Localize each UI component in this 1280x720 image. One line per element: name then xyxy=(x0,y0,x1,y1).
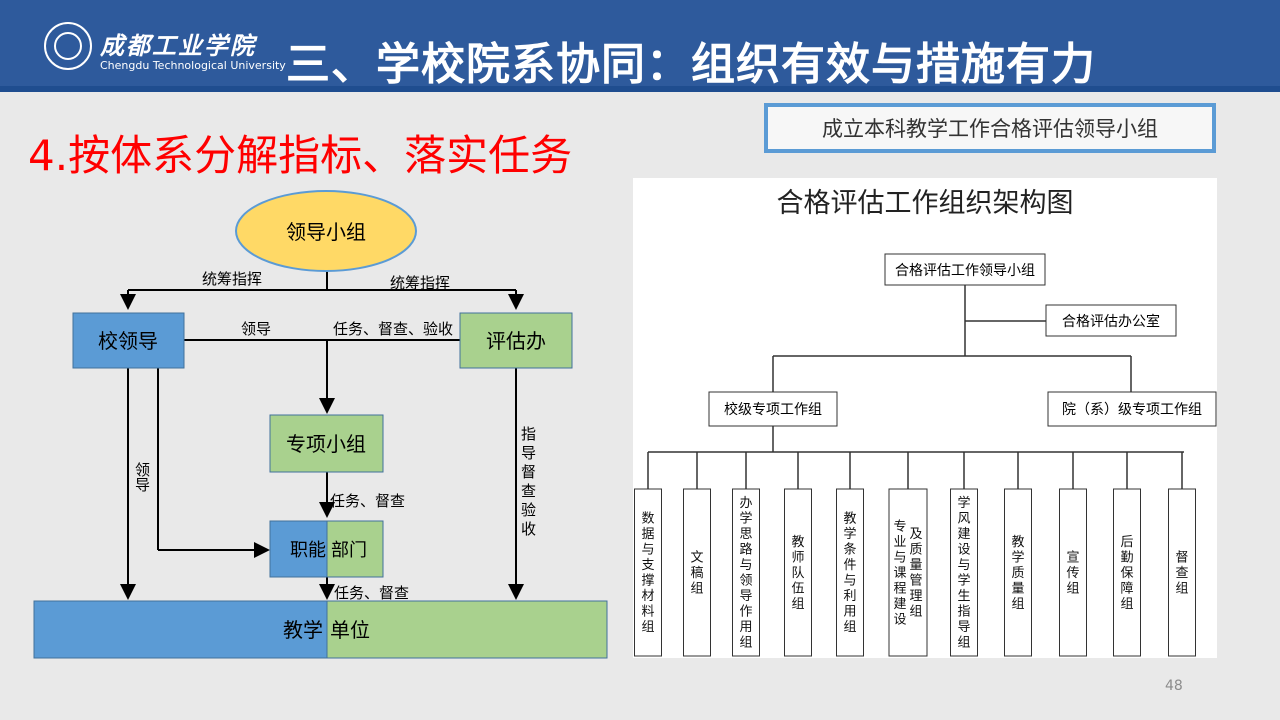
org-leaf-label: 教师队伍组 xyxy=(791,534,804,612)
school-leaders-node: 校领导 xyxy=(72,312,185,369)
tasks-check-label-1: 任务、督查 xyxy=(330,492,405,510)
org-school-group-label: 校级专项工作组 xyxy=(724,401,822,418)
eval-office-label: 评估办 xyxy=(486,329,546,353)
page-title: 三、学校院系协同：组织有效与措施有力 xyxy=(286,39,1096,90)
org-leaf-label: 文稿组 xyxy=(690,550,703,596)
teaching-unit-node: 教学 单位 xyxy=(33,600,608,659)
org-chart: 合格评估工作组织架构图 合格评估工作领导小组 合格评估办公室 校级专项工作组 院… xyxy=(634,188,1217,657)
logo-chinese-name: 成都工业学院 xyxy=(100,31,256,60)
coord-left-label: 统筹指挥 xyxy=(202,270,262,288)
functional-right-label: 部门 xyxy=(331,540,367,561)
org-leaf-box xyxy=(1004,488,1032,657)
org-leaf-label: 办学思路与领导作用组 xyxy=(739,496,752,651)
org-leaf-box xyxy=(1059,488,1087,657)
leader-group-label: 领导小组 xyxy=(286,220,366,244)
section-subtitle: 4.按体系分解指标、落实任务 xyxy=(28,131,573,180)
lead-label: 领导 xyxy=(241,320,271,338)
tasks-check-label-2: 任务、督查 xyxy=(334,584,409,602)
org-leaf-box xyxy=(732,488,760,657)
org-office-label: 合格评估办公室 xyxy=(1062,313,1160,330)
org-leaf-box xyxy=(784,488,812,657)
org-leaf-label: 学风建设与学生指导组 xyxy=(957,495,970,651)
org-leaf-box xyxy=(950,488,978,657)
eval-office-node: 评估办 xyxy=(459,312,573,369)
org-leaf-label: 宣传组 xyxy=(1066,549,1079,596)
special-group-label: 专项小组 xyxy=(286,432,366,456)
functional-dept-node: 职能 部门 xyxy=(269,520,384,578)
org-leaf-label: 教学条件与利用组 xyxy=(843,511,856,636)
org-chart-panel: 合格评估工作组织架构图 合格评估工作领导小组 合格评估办公室 校级专项工作组 院… xyxy=(633,178,1217,658)
org-leaf-box xyxy=(836,488,864,657)
org-dept-group-node: 院（系）级专项工作组 xyxy=(1047,391,1217,427)
org-leaf-label: 专业与课程建设 xyxy=(893,519,906,627)
school-leaders-label: 校领导 xyxy=(98,329,158,353)
org-leaf-group: 数据与支撑材料组 文稿组 办学思路与领导作用组 教师队伍组 教学条件与利用组 专业与课程建… xyxy=(634,452,1196,657)
special-group-node: 专项小组 xyxy=(269,414,384,473)
org-dept-group-label: 院（系）级专项工作组 xyxy=(1062,402,1202,418)
leader-group-node: 领导小组 xyxy=(235,190,417,272)
tasks-label: 任务、督查、验收 xyxy=(333,320,453,338)
org-leaf-label: 教学质量组 xyxy=(1011,534,1024,612)
org-office-node: 合格评估办公室 xyxy=(1045,304,1177,337)
coord-right-label: 统筹指挥 xyxy=(390,274,450,292)
org-root-node: 合格评估工作领导小组 xyxy=(884,253,1046,286)
leadership-group-badge: 成立本科教学工作合格评估领导小组 xyxy=(764,103,1216,153)
teaching-right-label: 单位 xyxy=(330,618,370,642)
org-leaf-label: 及质量管理组 xyxy=(909,527,922,620)
org-leaf-box xyxy=(634,488,662,657)
org-leaf-label: 后勤保障组 xyxy=(1120,535,1133,612)
org-leaf-label: 督查组 xyxy=(1175,550,1188,596)
org-leaf-box xyxy=(683,488,711,657)
org-leaf-box xyxy=(888,488,928,657)
lead-vertical-label: 领导 xyxy=(133,462,151,492)
org-leaf-box xyxy=(1113,488,1141,657)
logo-english-name: Chengdu Technological University xyxy=(100,59,286,72)
flow-diagram: 领导小组 统筹指挥 统筹指挥 校领导 评估办 领导 任务、督查、验收 专项小组 … xyxy=(33,190,608,659)
org-chart-title: 合格评估工作组织架构图 xyxy=(777,188,1074,219)
university-emblem-icon xyxy=(44,22,92,70)
teaching-left-label: 教学 xyxy=(283,618,323,642)
org-school-group-node: 校级专项工作组 xyxy=(708,391,838,427)
guide-vertical-label: 指导督查验收 xyxy=(519,426,537,540)
page-number: 48 xyxy=(1165,678,1183,694)
header-bar: 成都工业学院 Chengdu Technological University … xyxy=(0,0,1280,92)
org-leaf-label: 数据与支撑材料组 xyxy=(641,512,654,636)
org-leaf-box xyxy=(1168,488,1196,657)
org-root-label: 合格评估工作领导小组 xyxy=(895,263,1035,279)
functional-left-label: 职能 xyxy=(290,540,326,561)
